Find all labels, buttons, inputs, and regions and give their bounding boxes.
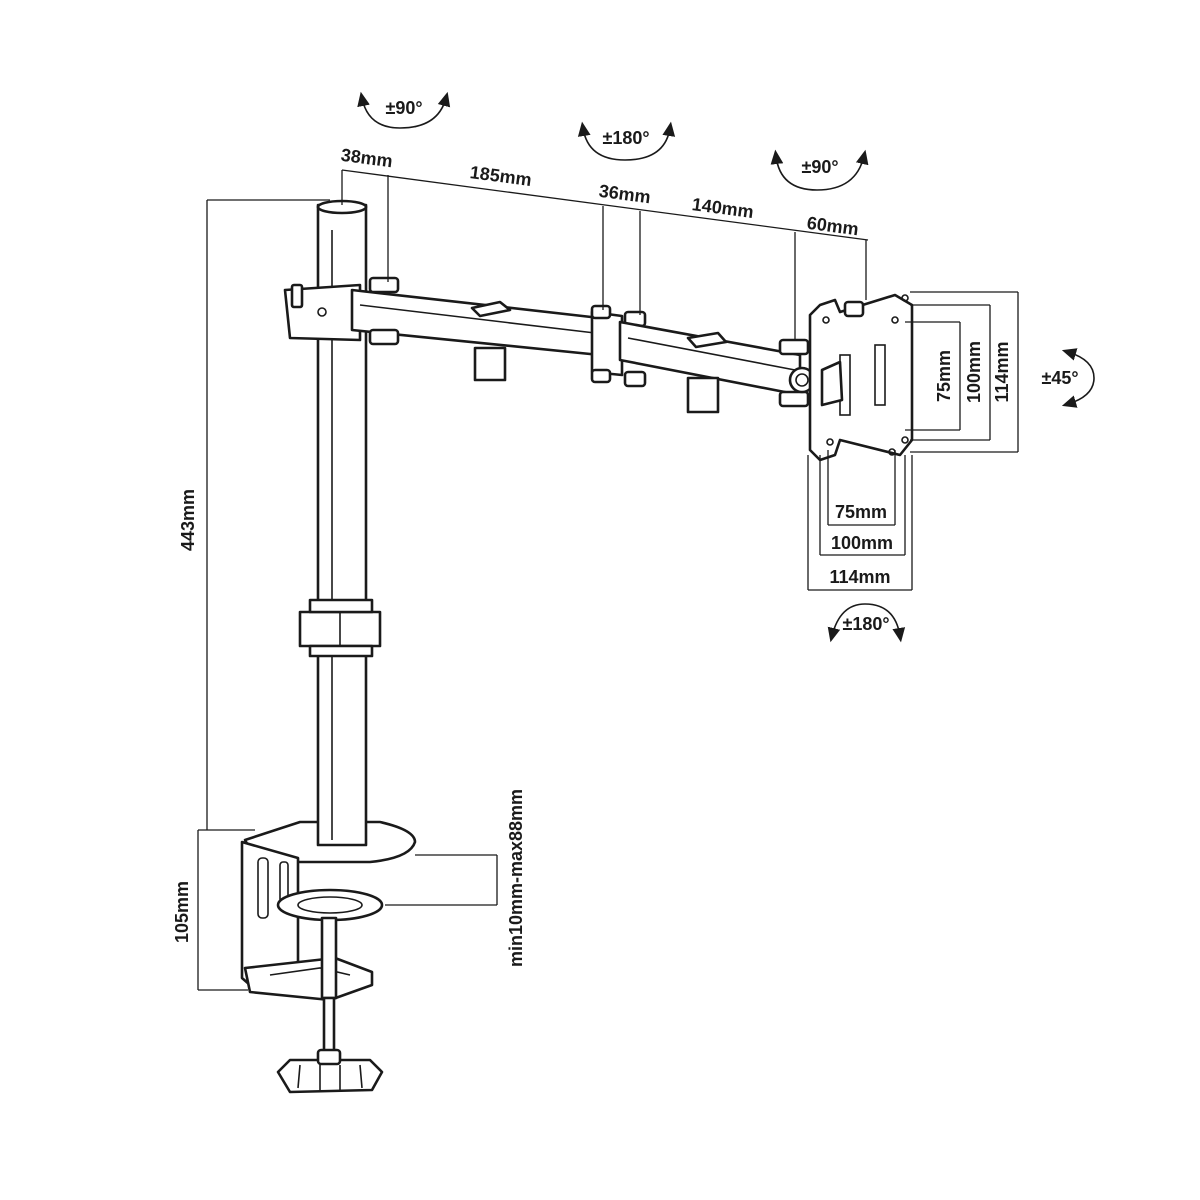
dim-label-60mm: 60mm [806,213,860,240]
vesa-vertical-75mm: 75mm [934,350,954,402]
rotation-label-tilt: ±45° [1041,368,1078,388]
dim-label-36mm: 36mm [598,181,652,208]
dim-label-185mm: 185mm [469,162,533,190]
dim-label-38mm: 38mm [340,145,394,172]
vesa-plate [808,293,914,462]
rotation-label-arm-base: ±90° [385,98,422,118]
vesa-horizontal-75mm: 75mm [835,502,887,522]
dim-label-clamp-height: 105mm [172,881,192,943]
desk-clamp [240,820,417,1094]
rotation-label-head-swivel: ±90° [801,157,838,177]
rotation-label-plate: ±180° [842,614,889,634]
vesa-vertical-114mm: 114mm [992,341,1012,402]
rotation-label-arm-joint: ±180° [602,128,649,148]
dim-label-desk-range: min10mm-max88mm [506,789,526,967]
arm-assembly [283,276,816,414]
vesa-horizontal-100mm: 100mm [831,533,893,553]
dim-label-pole-height: 443mm [178,489,198,551]
vesa-horizontal-114mm: 114mm [829,567,890,587]
dimension-lines [197,169,1019,991]
rotation-arrows [357,91,1095,643]
vesa-vertical-100mm: 100mm [964,341,984,403]
